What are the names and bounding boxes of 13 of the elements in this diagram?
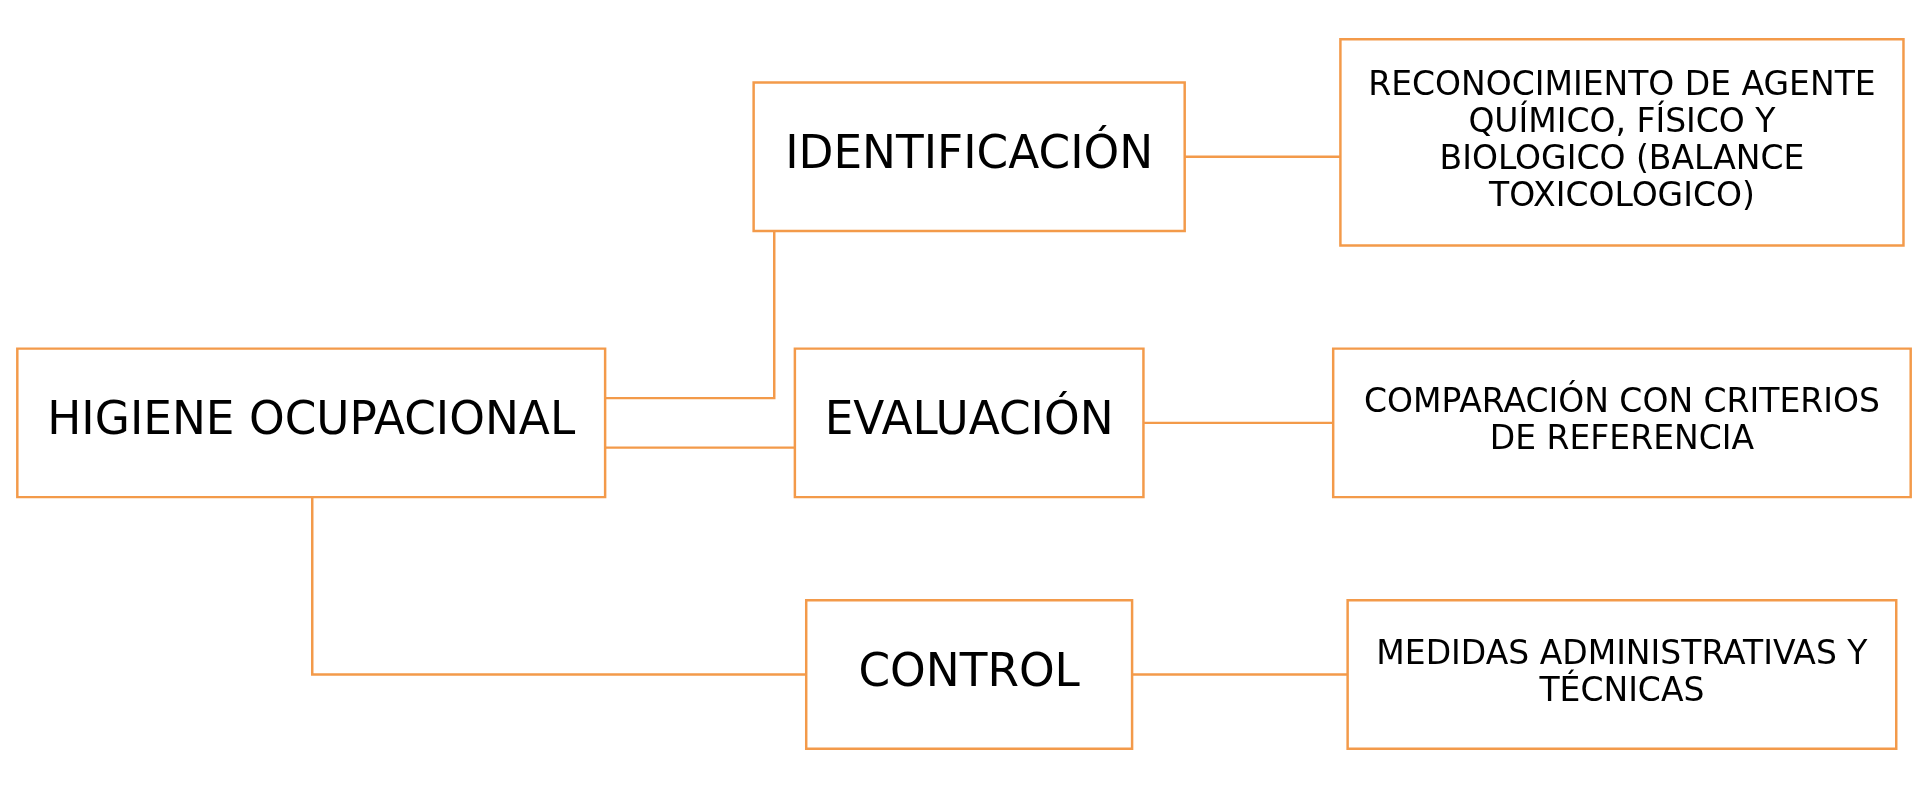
connector bbox=[605, 231, 776, 400]
connector bbox=[1132, 673, 1348, 676]
connector bbox=[1144, 421, 1334, 425]
node-box: CONTROL bbox=[805, 599, 1134, 750]
node-box: HIGIENE OCUPACIONAL bbox=[16, 347, 607, 499]
node-box: IDENTIFICACIÓN bbox=[752, 81, 1186, 233]
node-box: RECONOCIMIENTO DE AGENTE QUÍMICO, FÍSICO Y BIOLOGICO (BALANCE TOXICOLOGICO) bbox=[1339, 38, 1905, 247]
connector bbox=[311, 497, 806, 676]
node-box: COMPARACIÓN CON CRITERIOS DE REFERENCIA bbox=[1331, 347, 1912, 499]
node-box: EVALUACIÓN bbox=[793, 347, 1145, 499]
connector bbox=[1184, 155, 1341, 159]
node-box: MEDIDAS ADMINISTRATIVAS Y TÉCNICAS bbox=[1346, 599, 1898, 750]
connector bbox=[605, 446, 795, 449]
